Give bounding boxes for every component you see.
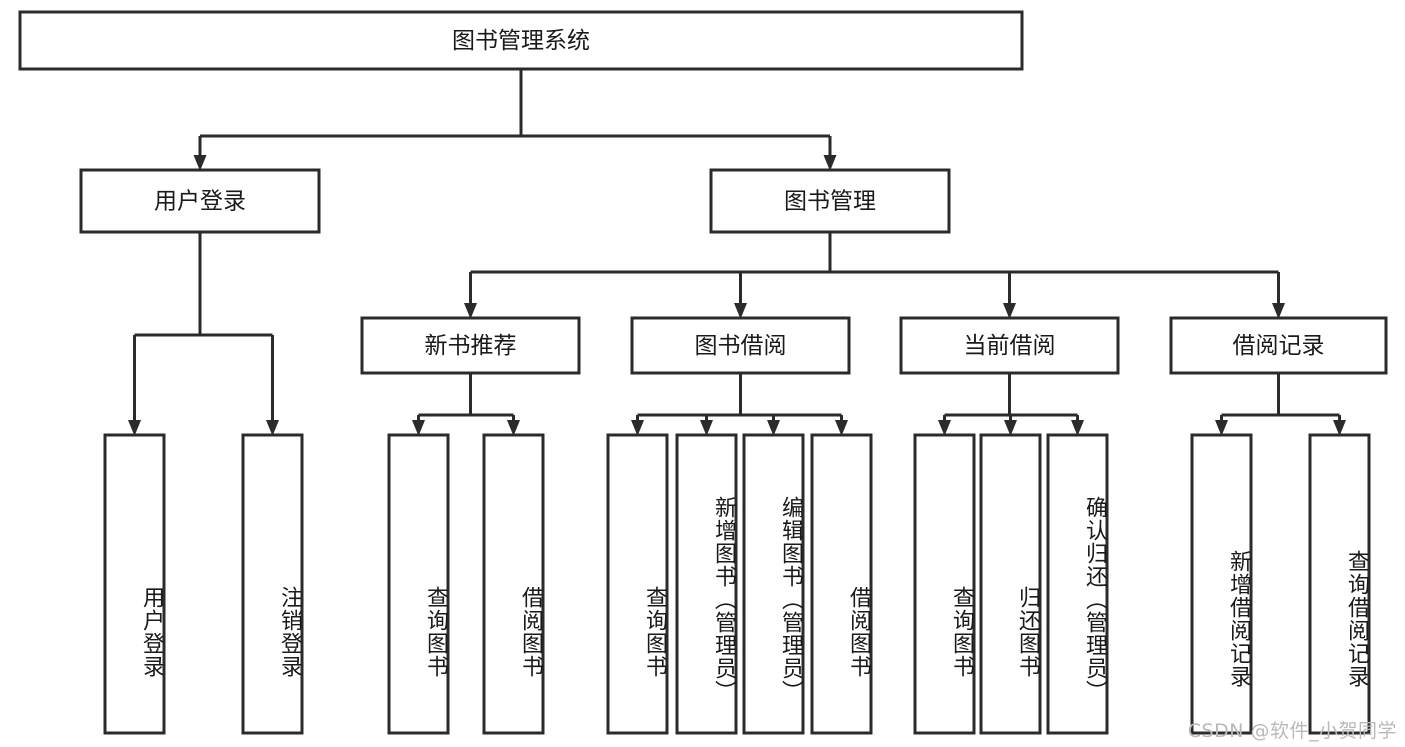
node-box-leaf-query-book-3[interactable] (913, 433, 976, 735)
arrow-head-leaf-logout (266, 420, 279, 436)
arrow-head-leaf-add-book (700, 420, 713, 436)
node-label-new-book-recommend: 新书推荐 (425, 333, 517, 359)
arrow-head-leaf-query-book-2 (631, 420, 644, 436)
arrow-head-leaf-borrow-book-1 (507, 420, 520, 436)
node-box-leaf-add-book[interactable] (675, 433, 738, 735)
arrow-head-leaf-query-book-1 (412, 420, 425, 436)
node-label-current-borrow: 当前借阅 (964, 333, 1056, 359)
node-box-leaf-borrow-book-1[interactable] (482, 433, 545, 735)
arrow-head-leaf-edit-book (767, 420, 780, 436)
arrow-head-leaf-add-record (1215, 420, 1228, 436)
node-label-wrap-leaf-query-book-3: 查询图书 (915, 435, 974, 733)
node-label-wrap-leaf-logout: 注销登录 (243, 435, 302, 733)
node-label-book-borrow: 图书借阅 (695, 333, 787, 359)
node-label-wrap-leaf-query-book-2: 查询图书 (608, 435, 667, 733)
node-label-leaf-query-record: 查询借阅记录 (1344, 549, 1369, 688)
arrow-head-leaf-return-book (1004, 420, 1017, 436)
node-box-root[interactable] (18, 10, 1024, 71)
node-label-leaf-return-book: 归还图书 (1015, 585, 1040, 678)
arrow-head-book-manage (823, 155, 837, 171)
node-box-leaf-edit-book[interactable] (742, 433, 805, 735)
arrow-head-new-book-recommend (464, 303, 477, 319)
node-label-wrap-leaf-confirm-return: 确认归还（管理员） (1048, 435, 1107, 733)
node-box-leaf-confirm-return[interactable] (1046, 433, 1109, 735)
node-label-wrap-leaf-query-record: 查询借阅记录 (1310, 435, 1369, 733)
arrow-head-user-login (193, 155, 207, 171)
node-box-book-manage[interactable] (709, 168, 951, 234)
node-box-current-borrow[interactable] (899, 316, 1120, 375)
connectors-layer (128, 69, 1346, 436)
node-label-leaf-confirm-return: 确认归还（管理员） (1082, 495, 1107, 703)
node-box-leaf-user-login[interactable] (103, 433, 166, 735)
node-label-leaf-edit-book: 编辑图书（管理员） (778, 495, 803, 703)
arrow-head-leaf-borrow-book-2 (835, 420, 848, 436)
node-box-leaf-borrow-book-2[interactable] (810, 433, 873, 735)
node-label-leaf-query-book-3: 查询图书 (949, 585, 974, 678)
node-label-wrap-leaf-edit-book: 编辑图书（管理员） (744, 435, 803, 733)
node-label-wrap-leaf-add-record: 新增借阅记录 (1192, 435, 1251, 733)
node-label-wrap-leaf-borrow-book-1: 借阅图书 (484, 435, 543, 733)
node-box-user-login[interactable] (79, 168, 321, 234)
node-label-borrow-record: 借阅记录 (1233, 333, 1325, 359)
node-label-user-login: 用户登录 (154, 189, 246, 215)
node-label-wrap-leaf-add-book: 新增图书（管理员） (677, 435, 736, 733)
arrow-head-leaf-user-login (128, 420, 141, 436)
node-label-wrap-leaf-query-book-1: 查询图书 (389, 435, 448, 733)
node-label-leaf-logout: 注销登录 (277, 585, 302, 678)
node-label-book-manage: 图书管理 (784, 189, 876, 215)
node-box-borrow-record[interactable] (1169, 316, 1388, 375)
node-label-wrap-leaf-user-login: 用户登录 (105, 435, 164, 733)
arrow-head-leaf-query-book-3 (938, 420, 951, 436)
node-label-root: 图书管理系统 (452, 28, 590, 54)
arrow-head-leaf-confirm-return (1071, 420, 1084, 436)
node-box-leaf-query-book-1[interactable] (387, 433, 450, 735)
node-label-wrap-leaf-borrow-book-2: 借阅图书 (812, 435, 871, 733)
node-box-new-book-recommend[interactable] (360, 316, 581, 375)
node-box-book-borrow[interactable] (630, 316, 851, 375)
node-label-leaf-query-book-1: 查询图书 (423, 585, 448, 678)
node-label-leaf-add-record: 新增借阅记录 (1226, 549, 1251, 688)
node-label-leaf-user-login: 用户登录 (139, 585, 164, 678)
node-box-leaf-query-book-2[interactable] (606, 433, 669, 735)
node-label-leaf-borrow-book-1: 借阅图书 (518, 585, 543, 678)
node-box-leaf-return-book[interactable] (979, 433, 1042, 735)
node-label-wrap-leaf-return-book: 归还图书 (981, 435, 1040, 733)
arrow-head-book-borrow (734, 303, 747, 319)
node-label-leaf-add-book: 新增图书（管理员） (711, 495, 736, 703)
node-box-leaf-query-record[interactable] (1308, 433, 1371, 735)
csdn-watermark: CSDN @软件_小贺同学 (1187, 720, 1397, 742)
arrow-head-borrow-record (1272, 303, 1285, 319)
node-label-leaf-borrow-book-2: 借阅图书 (846, 585, 871, 678)
arrow-head-leaf-query-record (1333, 420, 1346, 436)
arrow-head-current-borrow (1003, 303, 1016, 319)
node-label-leaf-query-book-2: 查询图书 (642, 585, 667, 678)
node-box-leaf-add-record[interactable] (1190, 433, 1253, 735)
node-box-leaf-logout[interactable] (241, 433, 304, 735)
boxes-layer (18, 10, 1388, 735)
